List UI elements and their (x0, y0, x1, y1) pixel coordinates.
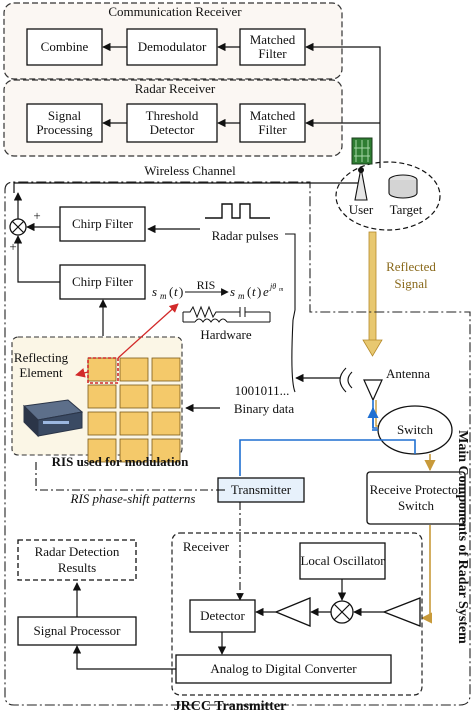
combine-label: Combine (40, 39, 89, 54)
svg-text:s: s (152, 284, 157, 299)
receive-protector-box (366, 471, 466, 525)
svg-text:e: e (263, 284, 269, 299)
ris-element (87, 411, 117, 436)
combine-box (26, 28, 103, 66)
svg-text:): ) (179, 284, 183, 299)
ris-element (87, 357, 117, 382)
signal-processor-box (17, 616, 137, 646)
ris-tile-icon (351, 137, 373, 165)
radar-matched-filter-box (239, 103, 306, 143)
target-label: Target (389, 202, 423, 217)
antenna-icon (339, 367, 383, 402)
local-oscillator-label: Local Oscillator (300, 553, 385, 568)
plus-top-label: + (33, 208, 41, 223)
radar-system-side-title: Main Components of Radar System (455, 430, 470, 644)
wireless-channel-label: Wireless Channel (144, 163, 236, 178)
chirp-filter-bottom-label: Chirp Filter (71, 274, 134, 289)
radar-receiver-title: Radar Receiver (134, 81, 216, 96)
reflected-signal-label: Reflected Signal (386, 259, 436, 291)
ris-element (151, 438, 181, 463)
comm-matched-filter-box (239, 28, 306, 66)
chirp-filter-top-box (59, 206, 146, 242)
reflected-signal-arrow (362, 231, 383, 357)
radar-pulse-waveform (205, 203, 270, 219)
ris-element (151, 384, 181, 409)
user-antenna-icon (354, 167, 368, 201)
receiver-label: Receiver (182, 539, 230, 554)
svg-text:): ) (257, 284, 261, 299)
svg-text:m: m (238, 291, 245, 301)
demodulator-label: Demodulator (137, 39, 207, 54)
ris-modulation-label: RIS used for modulation (51, 454, 189, 469)
ris-element (87, 438, 117, 463)
ris-element (119, 438, 149, 463)
ris-element-grid (87, 357, 181, 463)
transmitter-label: Transmitter (230, 482, 292, 497)
user-label: User (348, 202, 374, 217)
transmitter-box (217, 477, 305, 503)
reflecting-element-highlight (87, 357, 119, 384)
ris-element (119, 357, 149, 382)
svg-text:t: t (174, 284, 178, 299)
binary-bits-label: 1001011... (234, 383, 290, 398)
svg-text:t: t (252, 284, 256, 299)
ris-element (119, 384, 149, 409)
signal-processing-label: Signal Processing (36, 108, 93, 137)
local-oscillator-box (299, 542, 386, 580)
svg-text:(: ( (169, 284, 173, 299)
comm-matched-filter-label: Matched Filter (249, 32, 296, 61)
receive-protector-label: Receive Protector Switch (369, 482, 463, 513)
ris-element (119, 411, 149, 436)
plus-bottom-label: + (9, 239, 17, 254)
chirp-filter-top-label: Chirp Filter (71, 216, 134, 231)
rf-amplifier-icon (382, 597, 421, 627)
ris-element (87, 384, 117, 409)
antenna-label: Antenna (385, 366, 431, 381)
jrcc-transmitter-title: JRCC Transmitter (173, 699, 287, 714)
svg-text:s: s (230, 284, 235, 299)
if-amplifier-icon (274, 597, 311, 627)
threshold-detector-box (126, 103, 218, 143)
radar-pulses-label: Radar pulses (211, 228, 279, 243)
signal-processing-box (26, 103, 103, 143)
ris-controller-icon (22, 399, 84, 438)
ris-element (151, 357, 181, 382)
target-cylinder-icon (388, 174, 418, 199)
reflecting-element-label: Reflecting Element (13, 350, 69, 380)
svg-text:m: m (279, 287, 284, 293)
jrcc-left-region (4, 181, 471, 706)
radar-detection-results-box (17, 539, 137, 581)
radar-detection-results-label: Radar Detection Results (34, 544, 120, 575)
adc-box (175, 654, 392, 684)
adc-label: Analog to Digital Converter (210, 661, 357, 676)
comm-receiver-title: Communication Receiver (108, 4, 242, 19)
receiver-region (171, 532, 423, 696)
hardware-label: Hardware (200, 327, 252, 342)
hardware-circuit (183, 305, 240, 319)
detector-label: Detector (200, 608, 245, 623)
svg-text:jθ: jθ (269, 282, 276, 291)
binary-data-label: Binary data (233, 401, 295, 416)
switch-label: Switch (396, 422, 434, 437)
ris-formula-label: RIS (196, 278, 216, 292)
ris-element (151, 411, 181, 436)
threshold-detector-label: Threshold Detector (145, 108, 199, 137)
ris-patterns-label: RIS phase-shift patterns (70, 491, 196, 506)
signal-processor-label: Signal Processor (33, 623, 121, 638)
user-target-group (335, 161, 441, 231)
radar-matched-filter-label: Matched Filter (249, 108, 296, 137)
svg-text:(: ( (247, 284, 251, 299)
svg-text:m: m (160, 291, 167, 301)
